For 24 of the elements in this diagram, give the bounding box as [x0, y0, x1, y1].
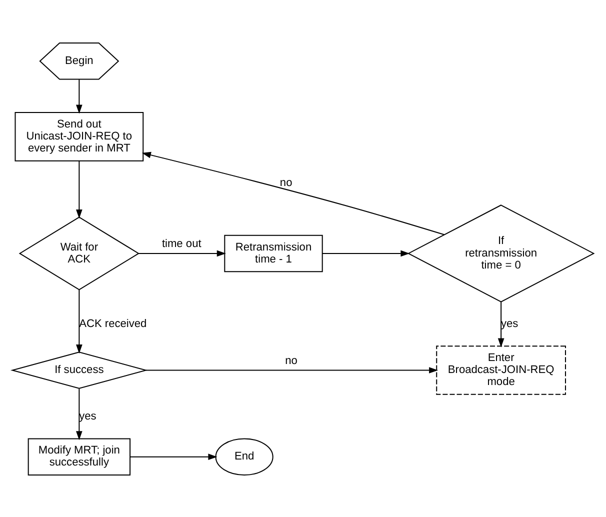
edge-label: time out [162, 238, 202, 250]
arrow [76, 160, 82, 218]
edge-label: ACK received [79, 317, 147, 330]
edge-label: no [280, 176, 292, 188]
node-ellipse: End [215, 438, 274, 475]
arrow [76, 79, 82, 114]
arrow [146, 366, 438, 373]
edge-label: no [285, 354, 298, 367]
arrow [76, 289, 82, 354]
arrow [130, 453, 218, 460]
arrow [498, 301, 504, 347]
arrow [76, 388, 82, 440]
node-box: Enter Broadcast-JOIN-REQ mode [436, 345, 566, 394]
arrow [138, 250, 226, 256]
node-diamond: If success [10, 351, 148, 388]
arrow [322, 250, 410, 256]
node-box: Retransmission time - 1 [224, 234, 323, 272]
arrow [142, 151, 444, 235]
edge-label: yes [79, 410, 96, 422]
node-diamond: If retransmission time = 0 [407, 204, 595, 302]
edge-label: yes [501, 317, 518, 330]
node-diamond: Wait for ACK [18, 216, 140, 290]
node-box: Send out Unicast-JOIN-REQ to every sender in MRT [14, 112, 144, 161]
node-box: Modify MRT; join successfully [28, 438, 131, 475]
